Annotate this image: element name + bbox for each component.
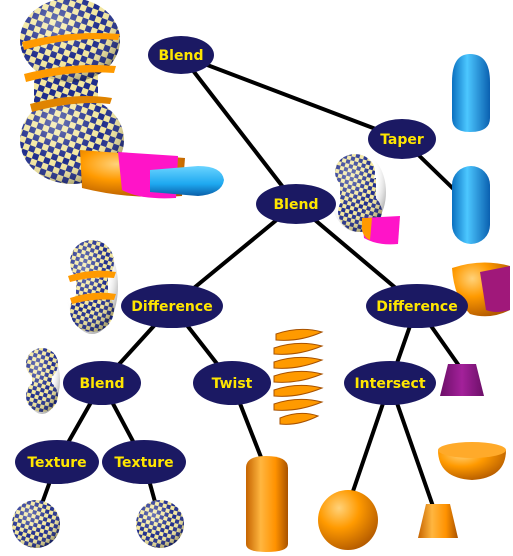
node-texture-a: Texture	[15, 440, 99, 484]
node-label-blend-left: Blend	[80, 376, 125, 392]
capsule-cyan-upper	[452, 54, 490, 132]
peanut-with-orange-spiral	[66, 238, 118, 334]
node-label-texture-a: Texture	[27, 455, 86, 471]
node-label-taper: Taper	[380, 132, 424, 148]
checkered-sphere-right	[136, 500, 184, 548]
node-texture-b: Texture	[102, 440, 186, 484]
orange-twisted-spiral	[274, 329, 322, 424]
checkered-peanut	[24, 346, 60, 414]
orange-frustum	[418, 504, 458, 538]
node-label-intersect: Intersect	[354, 376, 425, 392]
node-difference-left: Difference	[121, 284, 223, 328]
node-label-inner-blend: Blend	[274, 197, 319, 213]
node-label-twist: Twist	[212, 376, 253, 392]
orange-cylinder	[246, 456, 288, 552]
node-intersect: Intersect	[344, 361, 436, 405]
orange-hemisphere-bowl	[438, 442, 506, 480]
node-label-root-blend: Blend	[159, 48, 204, 64]
node-difference-right: Difference	[366, 284, 468, 328]
node-label-texture-b: Texture	[114, 455, 173, 471]
purple-frustum	[440, 364, 484, 396]
node-taper: Taper	[368, 119, 436, 159]
node-root-blend: Blend	[148, 36, 214, 74]
node-label-difference-left: Difference	[131, 299, 212, 315]
capsule-cyan	[452, 166, 490, 244]
node-twist: Twist	[193, 361, 271, 405]
orange-sphere	[318, 490, 378, 550]
checkered-sphere-left	[12, 500, 60, 548]
node-label-difference-right: Difference	[376, 299, 457, 315]
node-inner-blend: Blend	[256, 184, 336, 224]
node-blend-left: Blend	[63, 361, 141, 405]
blended-checkered-figure	[20, 0, 224, 198]
small-blended-figure	[330, 152, 400, 244]
